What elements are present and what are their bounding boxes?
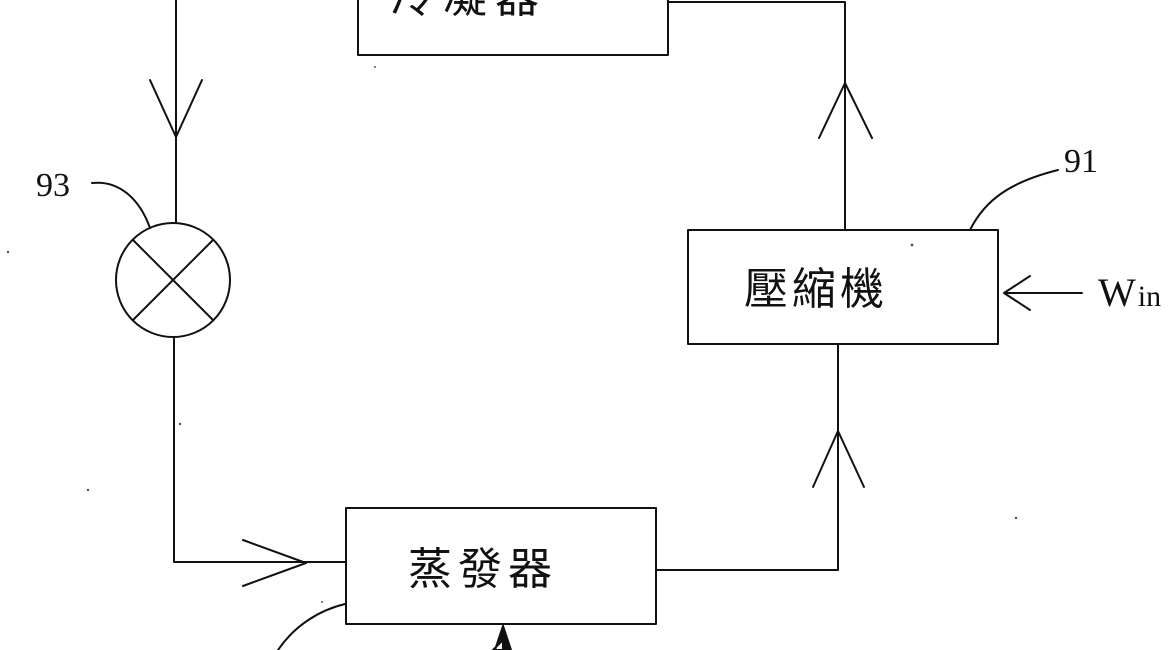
scan-specks [6, 66, 1018, 603]
pipe-valve-to-evaporator [173, 337, 347, 563]
condenser-label: 冷凝器 [391, 0, 547, 23]
flow-arrow-right [242, 539, 307, 587]
ref-93: 93 [36, 167, 70, 204]
work-input-symbol: W [1098, 270, 1136, 315]
ref-91: 91 [1064, 143, 1098, 180]
leader-line-93 [91, 181, 151, 229]
flow-arrow-down [149, 79, 203, 138]
compressor-box [687, 229, 999, 345]
condenser-box [357, 0, 669, 56]
evaporator-box [345, 507, 657, 625]
heat-input-arrow [491, 622, 513, 650]
evaporator-label: 蒸發器 [408, 544, 558, 595]
leader-line-evaporator [277, 603, 346, 650]
work-input-label: Win [1098, 270, 1161, 315]
pipe-evaporator-to-compressor [655, 344, 839, 571]
flow-arrow-up-lower [812, 430, 865, 488]
leader-line-91 [969, 169, 1059, 231]
compressor-label: 壓縮機 [744, 264, 888, 315]
pipe-compressor-to-condenser [667, 1, 846, 231]
work-input-subscript: in [1138, 280, 1161, 313]
work-input-arrow [1003, 275, 1083, 311]
flow-arrow-up-upper [818, 82, 873, 139]
expansion-valve-symbol [115, 222, 231, 338]
